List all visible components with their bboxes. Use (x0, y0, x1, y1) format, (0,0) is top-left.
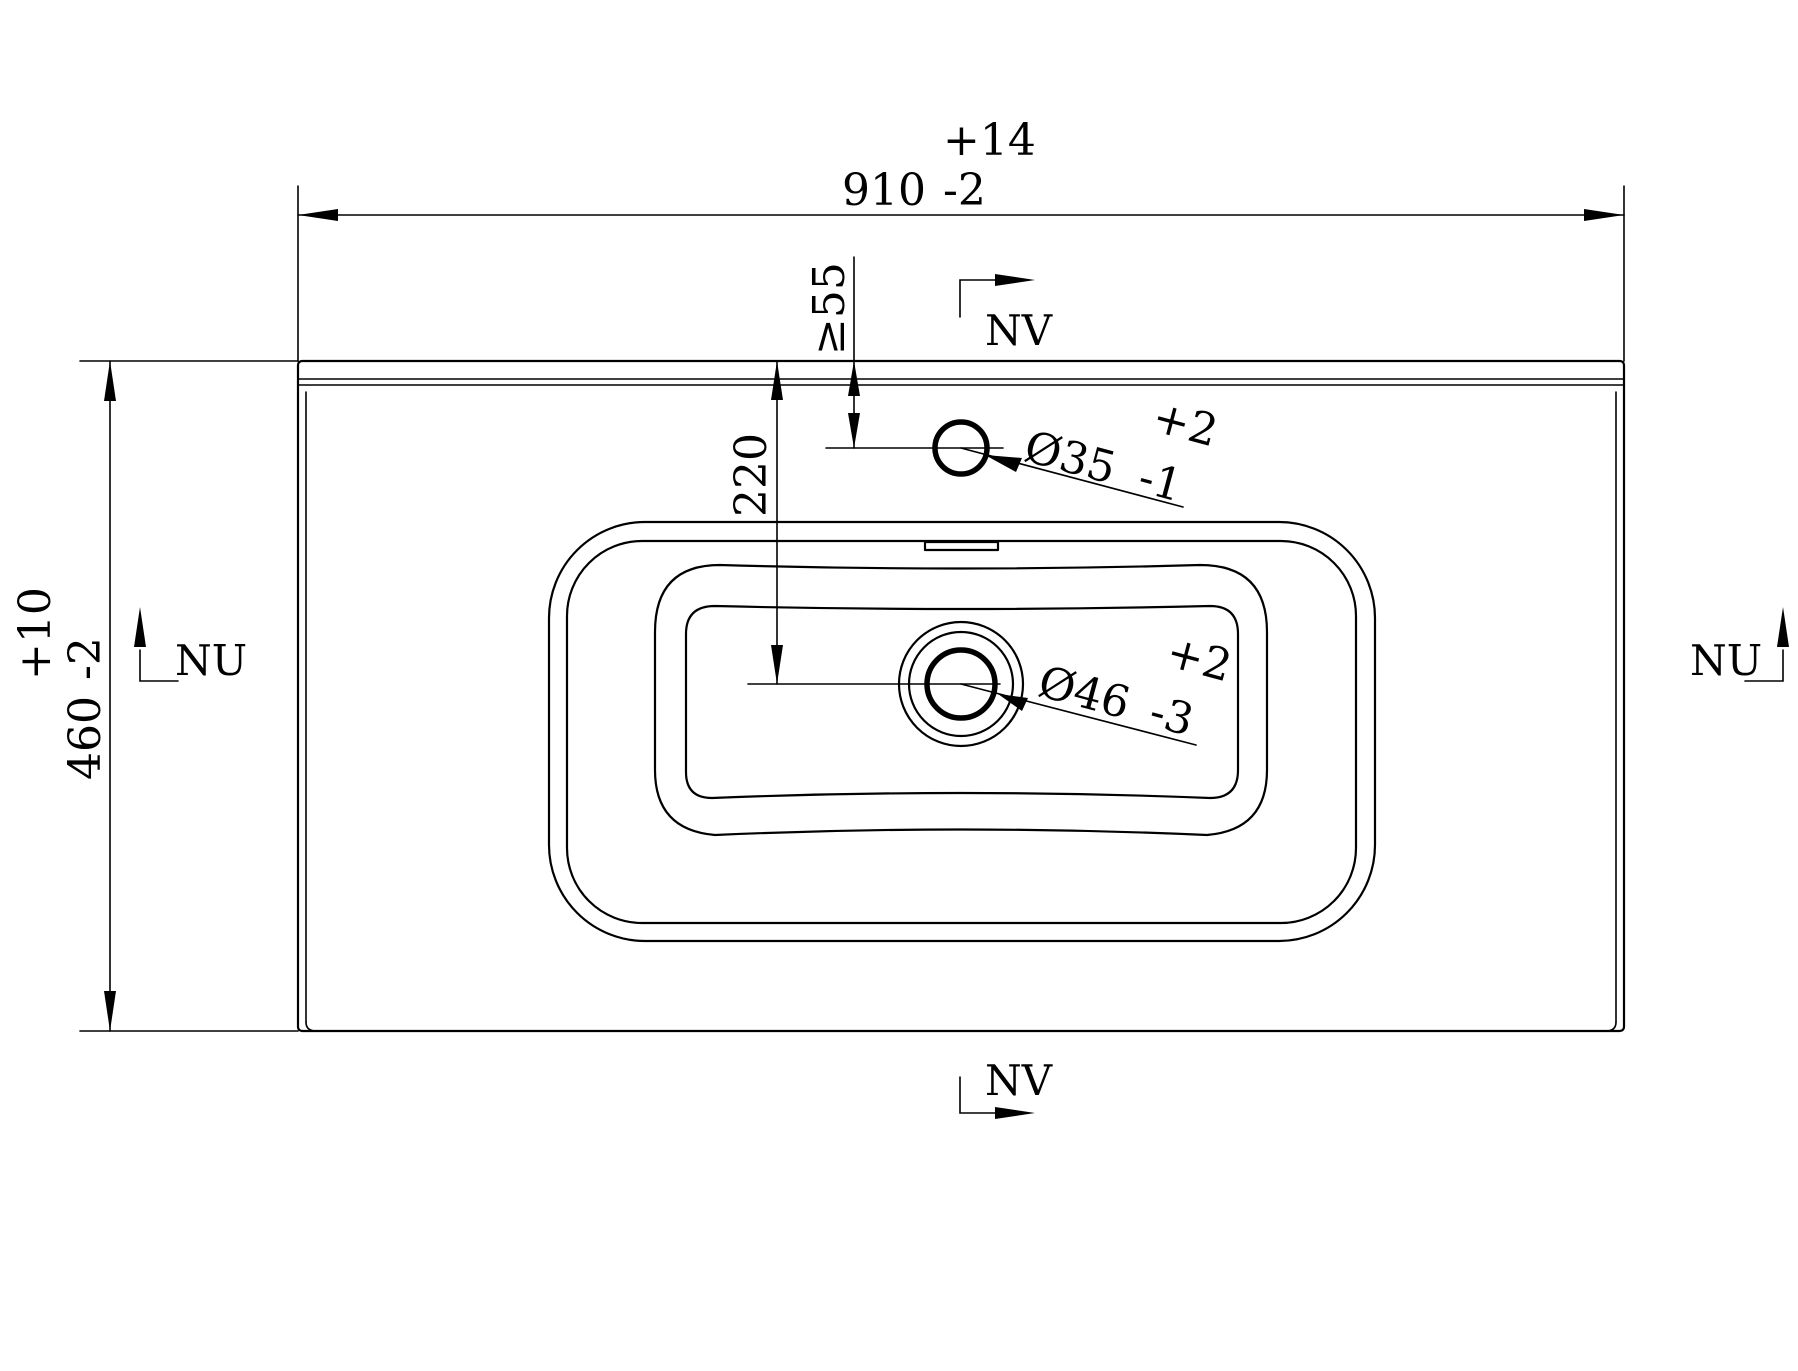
drain-lower-tol: -3 (1144, 686, 1199, 746)
section-label-bottom: NV (985, 1056, 1053, 1105)
drain-upper-tol: +2 (1161, 626, 1237, 692)
width-nominal: 910 (842, 165, 926, 216)
drain-diameter: Ø46 (1033, 656, 1135, 729)
section-mark-bottom: NV (959, 1056, 1053, 1119)
section-mark-left: NU (134, 607, 247, 685)
tap-edge-distance: ≥55 (804, 262, 855, 355)
depth-nominal: 460 (60, 696, 111, 780)
section-label-left: NU (175, 636, 247, 685)
basin-outline (296, 359, 1626, 1033)
section-label-top: NV (985, 306, 1053, 355)
overflow-slot (923, 540, 1000, 552)
depth-dimension: 460 -2 +10 (10, 360, 299, 1032)
width-upper-tol: +14 (943, 115, 1036, 166)
section-mark-right: NU (1690, 607, 1789, 685)
depth-lower-tol: -2 (60, 637, 111, 680)
width-lower-tol: -2 (943, 165, 986, 216)
section-mark-top: NV (959, 274, 1053, 355)
width-dimension: 910 +14 -2 (297, 115, 1625, 362)
tap-edge-dimension: ≥55 (804, 256, 860, 449)
drain-hole (747, 620, 1197, 748)
drain-distance: 220 (726, 433, 777, 517)
tap-upper-tol: +2 (1147, 391, 1223, 457)
tap-lower-tol: -1 (1133, 452, 1188, 512)
section-label-right: NU (1690, 636, 1762, 685)
bowl-inner-basin (653, 563, 1269, 837)
tap-diameter-callout: Ø35 -1 +2 (1019, 391, 1223, 512)
bowl-outer-rim (547, 520, 1377, 943)
drain-distance-dimension: 220 (726, 360, 783, 685)
tap-hole (825, 419, 1184, 508)
depth-upper-tol: +10 (10, 587, 61, 680)
tap-diameter: Ø35 (1019, 421, 1121, 494)
